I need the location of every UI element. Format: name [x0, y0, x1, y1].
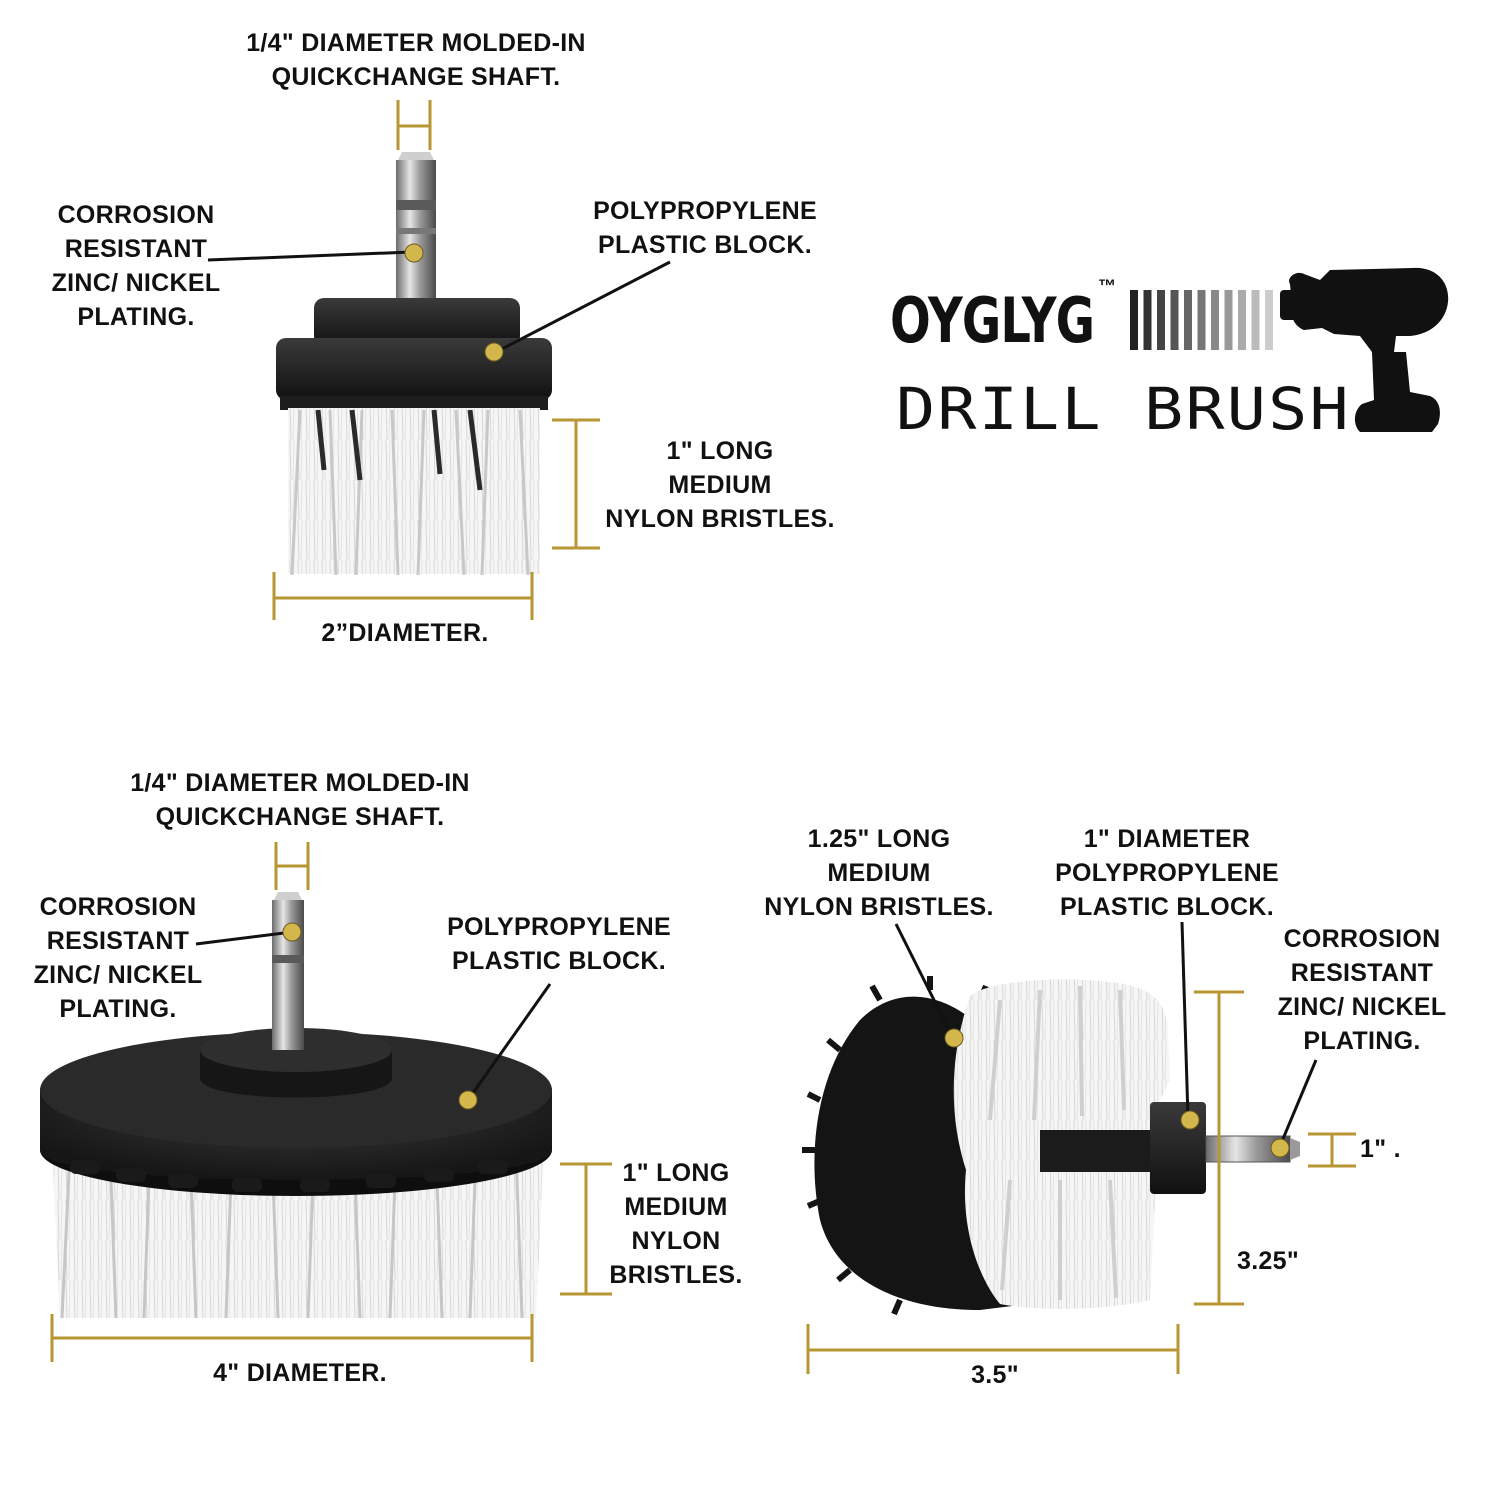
shaft-2in	[396, 152, 436, 305]
leaders-2in	[207, 250, 671, 354]
label-line: RESISTANT	[1290, 959, 1434, 987]
label-line: 1" LONG	[622, 1159, 730, 1187]
label-line: CORROSION	[57, 201, 215, 229]
brand-stripe	[1224, 290, 1233, 350]
brand-stripe	[1157, 290, 1165, 350]
diameter-dimension-4in	[50, 1314, 534, 1362]
brand-stripe	[1265, 290, 1273, 350]
label-height-cone: 3.25"	[1236, 1247, 1299, 1275]
bristles-4in	[52, 1150, 544, 1319]
diameter-dimension-2in	[272, 572, 534, 620]
label-line: ZINC/ NICKEL	[1277, 993, 1447, 1021]
label-line: CORROSION	[1283, 925, 1441, 953]
leaders-4in	[195, 930, 552, 1101]
label-line: 1" LONG	[666, 437, 774, 465]
label-line: POLYPROPYLENE	[447, 913, 671, 941]
label-line: PLATING.	[1303, 1027, 1421, 1055]
label-line: NYLON	[631, 1227, 721, 1255]
dimension-marks-4in	[50, 842, 612, 1362]
core-cone	[1040, 1130, 1152, 1172]
label-line: PLASTIC BLOCK.	[452, 947, 666, 975]
label-line: PLATING.	[77, 303, 195, 331]
brush-2in-illustration	[276, 152, 552, 576]
label-line: 1/4" DIAMETER MOLDED-IN	[130, 769, 470, 797]
shaft-dimension-cone	[1308, 1132, 1356, 1168]
width-dimension-cone	[806, 1324, 1180, 1374]
brand-stripes	[1130, 290, 1273, 350]
label-line: PLASTIC BLOCK.	[598, 231, 812, 259]
label-line: 1" DIAMETER	[1083, 825, 1251, 853]
brand-stripe	[1130, 290, 1138, 350]
label-block-size-cone: 1" .	[1360, 1135, 1401, 1163]
callout-dots-2in	[404, 243, 504, 362]
label-block-2in: POLYPROPYLENE PLASTIC BLOCK.	[570, 194, 840, 262]
label-bristles-2in: 1" LONG MEDIUM NYLON BRISTLES.	[590, 434, 850, 536]
callout-dots-cone	[944, 1028, 1290, 1158]
label-line: QUICKCHANGE SHAFT.	[271, 63, 561, 91]
label-line: ZINC/ NICKEL	[33, 961, 203, 989]
label-line: NYLON BRISTLES.	[605, 505, 835, 533]
label-line: POLYPROPYLENE	[1055, 859, 1279, 887]
label-line: ZINC/ NICKEL	[51, 269, 221, 297]
label-diameter-2in: 2”DIAMETER.	[321, 619, 489, 647]
brand-trademark: ™	[1098, 276, 1116, 296]
label-bristles-4in: 1" LONG MEDIUM NYLON BRISTLES.	[596, 1156, 756, 1292]
label-plating-cone: CORROSION RESISTANT ZINC/ NICKEL PLATING…	[1262, 922, 1462, 1058]
label-line: CORROSION	[39, 893, 197, 921]
hub-2in	[314, 298, 520, 346]
leaders-cone	[894, 921, 1318, 1147]
label-bristles-cone: 1.25" LONG MEDIUM NYLON BRISTLES.	[744, 822, 1014, 924]
shaft-dimension-2in	[396, 100, 432, 150]
brand-stripe	[1211, 290, 1219, 350]
label-shaft-2in: 1/4" DIAMETER MOLDED-IN QUICKCHANGE SHAF…	[226, 26, 606, 94]
brand-stripe	[1197, 290, 1206, 350]
label-line: POLYPROPYLENE	[593, 197, 817, 225]
label-line: MEDIUM	[668, 471, 772, 499]
callout-dots-4in	[282, 922, 478, 1110]
bristle-dimension-4in	[560, 1162, 612, 1296]
label-line: MEDIUM	[624, 1193, 728, 1221]
label-line: RESISTANT	[46, 927, 190, 955]
dimension-marks-cone	[806, 990, 1356, 1374]
brand-stripe	[1251, 290, 1260, 350]
label-shaft-4in: 1/4" DIAMETER MOLDED-IN QUICKCHANGE SHAF…	[110, 766, 490, 834]
brush-cone-illustration	[802, 976, 1300, 1316]
brush-4in-illustration	[40, 892, 552, 1319]
label-line: 1.25" LONG	[807, 825, 951, 853]
brand-stripe	[1184, 290, 1192, 350]
brand-stripe	[1238, 290, 1246, 350]
bristle-dimension-2in	[552, 418, 600, 550]
bristles-2in	[288, 408, 540, 576]
label-block-cone: 1" DIAMETER POLYPROPYLENE PLASTIC BLOCK.	[1034, 822, 1300, 924]
height-dimension-cone	[1194, 990, 1244, 1306]
label-line: PLATING.	[59, 995, 177, 1023]
label-plating-4in: CORROSION RESISTANT ZINC/ NICKEL PLATING…	[18, 890, 218, 1026]
label-block-4in: POLYPROPYLENE PLASTIC BLOCK.	[424, 910, 694, 978]
shaft-dimension-4in	[274, 842, 310, 890]
label-width-cone: 3.5"	[971, 1361, 1019, 1389]
label-line: QUICKCHANGE SHAFT.	[155, 803, 445, 831]
brand-stripe	[1143, 290, 1152, 350]
drill-silhouette-icon	[1280, 267, 1449, 432]
label-line: NYLON BRISTLES.	[764, 893, 994, 921]
label-line: 1/4" DIAMETER MOLDED-IN	[246, 29, 586, 57]
brand-stripe	[1170, 290, 1179, 350]
label-line: PLASTIC BLOCK.	[1060, 893, 1274, 921]
dimension-marks-2in	[272, 100, 600, 620]
label-diameter-4in: 4" DIAMETER.	[213, 1359, 387, 1387]
label-line: RESISTANT	[64, 235, 208, 263]
label-line: BRISTLES.	[609, 1261, 743, 1289]
label-plating-2in: CORROSION RESISTANT ZINC/ NICKEL PLATING…	[36, 198, 236, 334]
block-2in	[276, 338, 552, 400]
label-line: MEDIUM	[827, 859, 931, 887]
brand-name: OYGLYG	[890, 284, 1095, 357]
brand-product: DRILL BRUSH	[896, 375, 1351, 443]
